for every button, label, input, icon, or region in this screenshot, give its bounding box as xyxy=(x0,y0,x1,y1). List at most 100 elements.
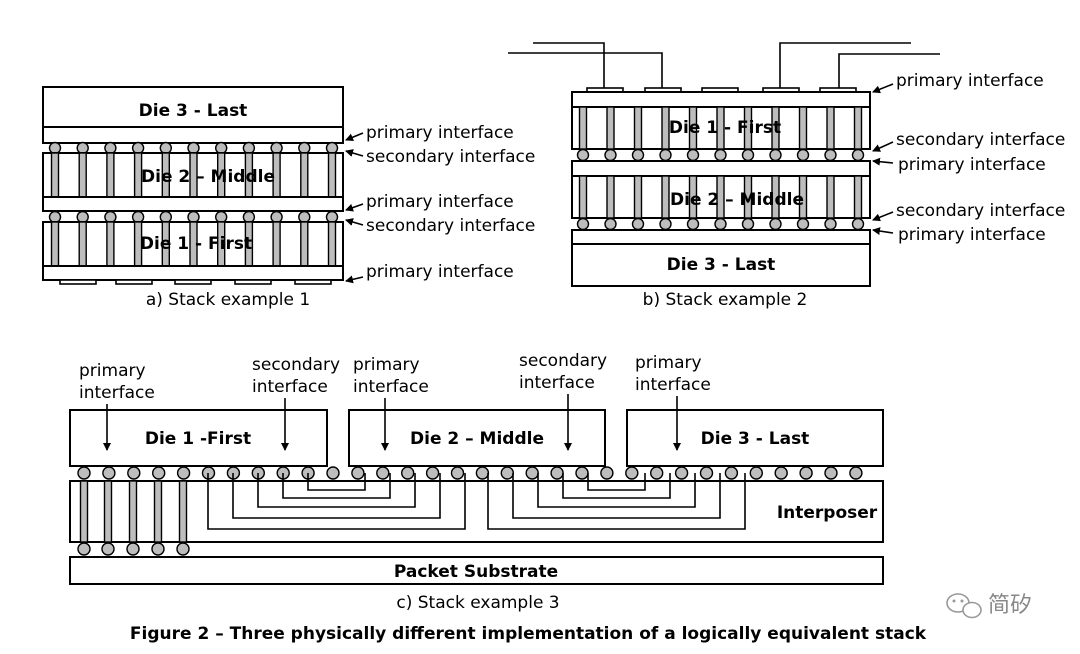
watermark-text: 简矽 xyxy=(988,593,1032,618)
s1-bump xyxy=(104,210,117,224)
s1-tsv xyxy=(327,221,337,267)
s1-bump xyxy=(270,141,283,155)
s3-route-1e xyxy=(307,473,366,491)
s3-tsv xyxy=(79,480,89,543)
s3-route-2e xyxy=(587,473,646,491)
s3-label-2-line1: secondary xyxy=(252,355,340,375)
wechat-icon xyxy=(946,593,982,619)
s2-bump xyxy=(659,148,672,162)
s1-die3-label: Die 3 - Last xyxy=(139,101,248,121)
s3-route-2c xyxy=(537,473,696,508)
s3-bump xyxy=(699,466,714,480)
s3-bump xyxy=(151,542,165,556)
s3-bump xyxy=(625,466,639,480)
s1-label-2: secondary interface xyxy=(366,147,535,167)
s2-die3-label: Die 3 - Last xyxy=(667,255,776,275)
s2-label-4: secondary interface xyxy=(896,201,1065,221)
s3-substrate xyxy=(69,556,884,585)
s2-tsv xyxy=(853,175,863,219)
stack-example-3: Die 1 -First Die 2 – Middle Die 3 - Last… xyxy=(69,351,884,613)
s1-pad xyxy=(294,279,332,285)
s2-bump xyxy=(714,217,727,231)
s2-tsv xyxy=(606,106,615,150)
s3-label-1-line2: interface xyxy=(79,383,155,403)
s2-bump-row-top xyxy=(576,148,865,162)
s2-bump xyxy=(576,217,590,231)
s1-bump xyxy=(76,141,89,155)
s2-die2-label: Die 2 – Middle xyxy=(670,190,804,210)
s3-route-1a xyxy=(207,473,466,530)
s3-tsv xyxy=(128,480,138,543)
s1-die3-body xyxy=(42,86,344,128)
s2-wire-2 xyxy=(508,52,663,88)
s1-arrow-4 xyxy=(345,218,364,226)
s2-bump xyxy=(796,148,810,162)
s3-bump xyxy=(824,466,838,480)
s2-die2-layer xyxy=(571,160,871,177)
s1-tsv xyxy=(300,152,309,198)
s1-tsv xyxy=(106,221,115,267)
s1-bump xyxy=(131,141,145,155)
s3-bump xyxy=(127,466,141,480)
s1-bump xyxy=(214,210,228,224)
s1-die2-layer xyxy=(42,196,344,212)
s3-die2-label: Die 2 – Middle xyxy=(410,429,544,449)
s1-bump xyxy=(159,210,173,224)
s1-bump xyxy=(298,210,311,224)
s1-tsv xyxy=(327,152,337,198)
s2-label-5: primary interface xyxy=(898,225,1046,245)
s2-die1-label: Die 1 - First xyxy=(669,118,781,138)
s3-bump xyxy=(77,542,91,556)
s1-bump xyxy=(325,210,339,224)
s1-pad xyxy=(234,279,272,285)
s2-arrow-2 xyxy=(872,141,894,152)
s2-tsv-row-top xyxy=(578,106,863,150)
s3-label-1-line1: primary xyxy=(79,361,146,381)
s2-label-1: primary interface xyxy=(896,71,1044,91)
s2-wire-4 xyxy=(838,53,940,88)
s3-interposer xyxy=(69,480,884,543)
s3-label-5-line1: primary xyxy=(635,353,702,373)
s3-bump xyxy=(650,466,664,480)
s2-bump xyxy=(824,148,837,162)
s3-die2-body xyxy=(348,409,606,467)
s1-bump xyxy=(48,210,62,224)
s1-tsv xyxy=(272,221,281,267)
s2-bump xyxy=(604,217,617,231)
s2-die1-layer xyxy=(571,91,871,108)
s1-bump xyxy=(104,141,117,155)
s1-bump xyxy=(131,210,145,224)
s2-bump xyxy=(714,148,727,162)
watermark: 简矽 xyxy=(946,593,1032,619)
s1-bump xyxy=(187,210,200,224)
s2-tsv xyxy=(826,106,835,150)
s1-tsv xyxy=(78,221,87,267)
s2-bump xyxy=(769,217,782,231)
s3-bump xyxy=(151,466,166,480)
s2-bump xyxy=(686,148,700,162)
s1-die1-label: Die 1 - First xyxy=(140,234,252,254)
s1-pad xyxy=(115,279,153,285)
s3-route-2d xyxy=(562,473,671,499)
s3-interposer-label: Interposer xyxy=(777,503,878,523)
s2-tsv xyxy=(798,106,808,150)
s2-tsv xyxy=(633,175,643,219)
s1-die1-layer xyxy=(42,265,344,281)
s1-bump xyxy=(270,210,283,224)
s3-tsv xyxy=(103,480,113,543)
s3-tsv xyxy=(178,480,188,543)
s3-substrate-label: Packet Substrate xyxy=(394,562,558,582)
s1-bottom-pads xyxy=(59,279,332,285)
s2-label-3: primary interface xyxy=(898,155,1046,175)
s1-tsv xyxy=(300,221,309,267)
s1-bump-row-top xyxy=(48,141,339,155)
s1-die2-label: Die 2 – Middle xyxy=(141,167,275,187)
s3-die1-label: Die 1 -First xyxy=(145,429,251,449)
s3-bump xyxy=(500,466,514,480)
s1-bump xyxy=(242,210,256,224)
s3-bump xyxy=(77,466,91,480)
s2-caption: b) Stack example 2 xyxy=(643,290,808,310)
s2-wire-1 xyxy=(533,42,605,88)
s2-bump xyxy=(769,148,782,162)
